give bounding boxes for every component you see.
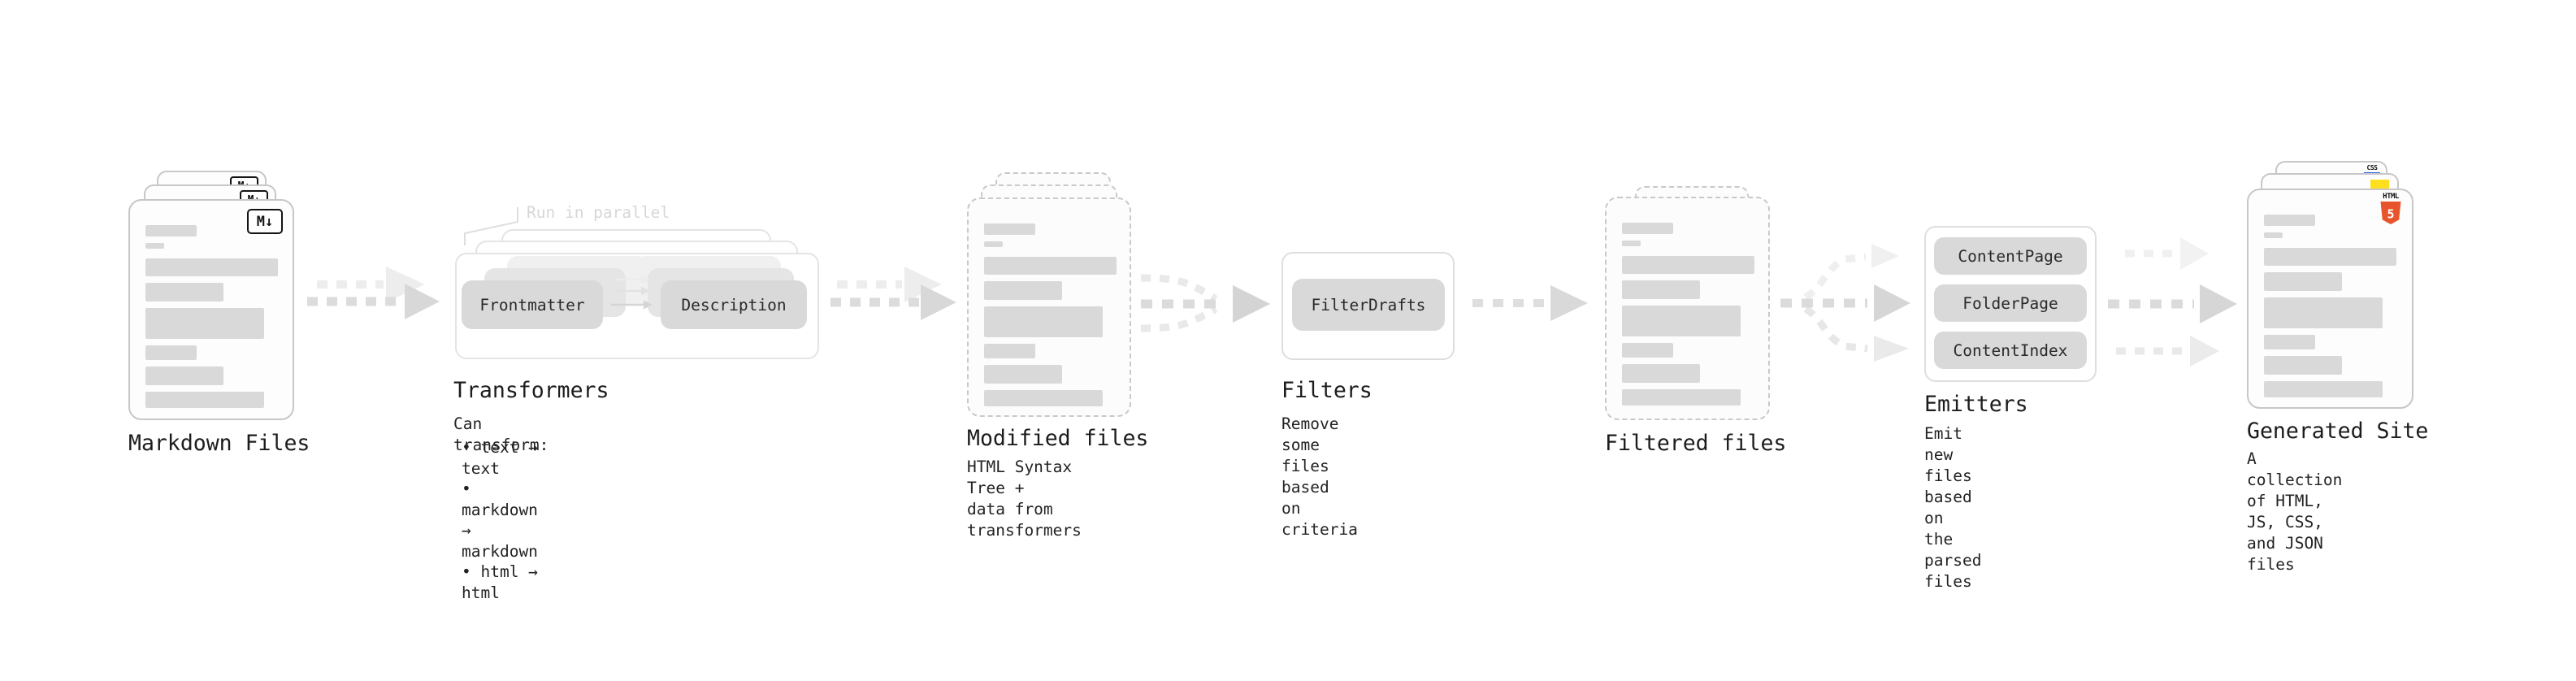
placeholder-bar [2264,335,2315,349]
transformers-note: Can transform: [453,414,549,454]
placeholder-bar [984,257,1117,275]
modified-files-title: Modified files [967,426,1149,451]
placeholder-bar [2264,248,2396,266]
placeholder-bar [1622,256,1754,274]
generated-file-card-html: HTML 5 [2247,189,2413,409]
css-icon-label: CSS [2366,164,2378,171]
transformers-title: Transformers [453,378,609,403]
filtered-files-title: Filtered files [1605,431,1787,456]
emitters-subtitle: Emit new files based on the parsed files [1924,424,1982,591]
placeholder-bar [2264,215,2315,226]
arrow-transformers-to-modified-icon [830,267,956,320]
markdown-icon: M↓ [247,209,283,234]
generated-site-subtitle: A collection of HTML, JS, CSS, and JSON … [2247,449,2343,574]
filtered-file-card [1605,197,1770,420]
bullet-item: • text → text [462,438,538,478]
placeholder-bar [984,223,1035,235]
placeholder-bar [2264,232,2283,238]
html5-icon-label: HTML [2383,193,2399,201]
file-placeholder-lines [2264,190,2396,397]
contentindex-emitter-box: ContentIndex [1934,332,2087,369]
placeholder-bar [1622,280,1700,299]
placeholder-bar [2264,297,2383,328]
placeholder-bar [1622,389,1741,406]
placeholder-bar [1622,241,1641,246]
folderpage-emitter-box: FolderPage [1934,284,2087,322]
placeholder-bar [145,308,264,339]
placeholder-bar [145,225,197,236]
placeholder-bar [145,258,278,276]
placeholder-bar [984,241,1003,247]
filters-subtitle: Remove some files based on criteria [1281,414,1358,539]
bullet-item: • markdown → markdown [462,479,538,561]
file-placeholder-lines [984,199,1117,406]
frontmatter-transformer-box: Frontmatter [462,280,603,329]
generated-site-title: Generated Site [2247,419,2429,444]
placeholder-bar [145,345,197,360]
filterdrafts-box: FilterDrafts [1292,279,1445,331]
file-placeholder-lines [1622,198,1754,406]
placeholder-bar [2264,356,2342,375]
placeholder-bar [2264,381,2383,397]
markdown-files-title: Markdown Files [128,431,310,456]
arrows-emitters-to-generated-icon [2108,237,2237,367]
arrow-filtered-to-emitters-split-icon [1780,244,1910,362]
placeholder-bar [2264,272,2342,291]
contentpage-emitter-box: ContentPage [1934,237,2087,275]
modified-files-subtitle: HTML Syntax Tree + data from transformer… [967,458,1082,540]
modified-file-card [967,197,1131,417]
placeholder-bar [984,365,1062,384]
placeholder-bar [1622,223,1673,234]
arrow-markdown-to-transformers-icon [307,267,440,319]
placeholder-bar [1622,364,1700,383]
placeholder-bar [145,367,223,385]
placeholder-bar [145,283,223,301]
bullet-item: • html → html [462,562,538,602]
placeholder-bar [984,306,1103,337]
emitters-title: Emitters [1924,392,2028,417]
placeholder-bar [145,392,264,408]
filters-title: Filters [1281,378,1373,403]
placeholder-bar [1622,306,1741,336]
description-transformer-box: Description [661,280,807,329]
javascript-icon [2370,180,2389,190]
markdown-file-card: M↓ [128,199,294,420]
placeholder-bar [984,281,1062,300]
arrow-filters-to-filtered-icon [1472,285,1588,321]
placeholder-bar [984,344,1035,358]
placeholder-bar [145,243,164,249]
placeholder-bar [1622,343,1673,358]
file-placeholder-lines [145,201,278,408]
transformers-bullet-list: • text → text • markdown → markdown • ht… [462,437,538,603]
placeholder-bar [984,390,1103,406]
run-in-parallel-annotation: Run in parallel [527,203,670,222]
arrow-modified-to-filters-merge-icon [1140,274,1270,332]
